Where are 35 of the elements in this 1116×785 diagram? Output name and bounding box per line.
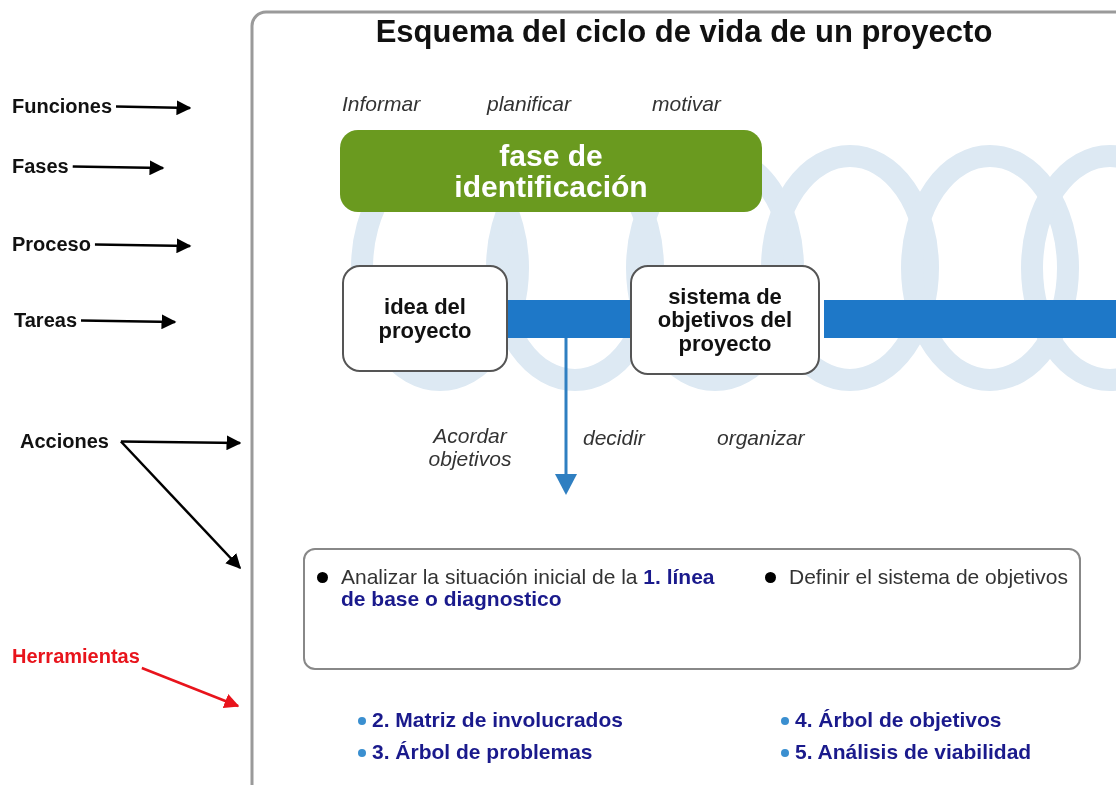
- task-box: [630, 265, 820, 375]
- diagram-title: Esquema del ciclo de vida de un proyecto: [374, 14, 994, 50]
- function-label: motivar: [652, 92, 721, 116]
- bullet-text: Definir el sistema de objetivos: [789, 566, 1069, 589]
- bullet-text: Analizar la situación inicial de la 1. línea de base o diagnostico: [341, 566, 716, 611]
- action-label: Acordar objetivos: [427, 424, 513, 471]
- function-label: Informar: [342, 92, 421, 116]
- arrow: [141, 666, 240, 708]
- phase-text: fase de identificación: [453, 139, 649, 203]
- row-label: Tareas: [14, 309, 77, 332]
- action-label: decidir: [583, 426, 645, 450]
- connector-bar: [824, 300, 1116, 338]
- row-label: Herramientas: [12, 645, 140, 668]
- task-text: sistema de objetivos del proyecto: [656, 285, 794, 355]
- action-label: organizar: [717, 426, 805, 450]
- connector-bar: [508, 300, 632, 338]
- arrow: [116, 100, 192, 116]
- arrow: [72, 160, 165, 176]
- task-box: [342, 265, 508, 372]
- row-label: Fases: [12, 155, 69, 178]
- row-label: Proceso: [12, 233, 91, 256]
- tool-label: 3. Árbol de problemas: [372, 740, 593, 764]
- function-label: planificar: [487, 92, 572, 116]
- row-label: Funciones: [12, 95, 112, 118]
- action-box: [303, 548, 1081, 670]
- arrow: [120, 435, 242, 451]
- tool-label: 4. Árbol de objetivos: [795, 708, 1002, 732]
- tool-label: 2. Matriz de involucrados: [372, 708, 623, 732]
- arrow: [81, 314, 177, 330]
- task-text: idea del proyecto: [377, 295, 473, 342]
- row-label: Acciones: [20, 430, 109, 453]
- arrow: [94, 238, 192, 254]
- arrow: [120, 440, 242, 570]
- phase-box: [340, 130, 762, 212]
- tool-label: 5. Análisis de viabilidad: [795, 740, 1032, 764]
